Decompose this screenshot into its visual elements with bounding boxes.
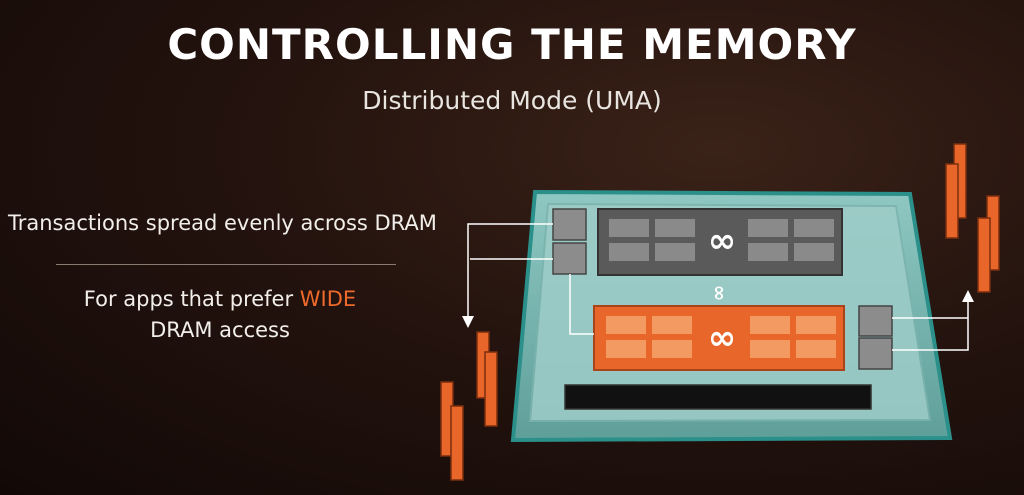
page-title: CONTROLLING THE MEMORY bbox=[167, 20, 857, 69]
usage-note: For apps that prefer WIDE DRAM access bbox=[70, 284, 370, 346]
memory-controller-block bbox=[858, 337, 893, 370]
infinity-link-icon: ∞ bbox=[708, 285, 732, 302]
note-highlight: WIDE bbox=[299, 287, 357, 311]
memory-controller-block bbox=[552, 242, 587, 275]
transactions-label: Transactions spread evenly across DRAM bbox=[8, 211, 437, 235]
memory-controller-block bbox=[552, 208, 587, 241]
dram-stack-right bbox=[945, 143, 1000, 293]
infinity-fabric-icon: ∞ bbox=[708, 221, 736, 261]
memory-controller-block bbox=[858, 305, 893, 337]
left-connection-lines bbox=[462, 223, 594, 335]
note-prefix: For apps that prefer bbox=[83, 287, 294, 311]
page-subtitle: Distributed Mode (UMA) bbox=[362, 86, 662, 115]
divider bbox=[56, 264, 396, 265]
die-bottom bbox=[593, 305, 845, 371]
right-connection-lines bbox=[892, 290, 974, 351]
note-suffix: DRAM access bbox=[150, 318, 290, 342]
die-top bbox=[597, 208, 843, 276]
io-bar bbox=[564, 384, 872, 410]
dram-stack-left bbox=[440, 331, 498, 481]
infinity-fabric-icon: ∞ bbox=[708, 318, 736, 358]
